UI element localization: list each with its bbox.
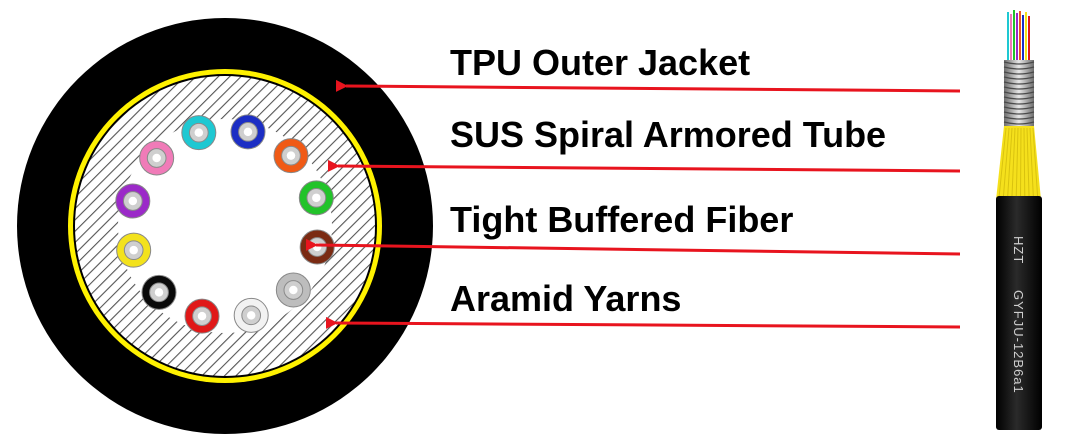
yarn-strand bbox=[1029, 127, 1034, 199]
fiber-white bbox=[233, 297, 269, 333]
spiral-winding bbox=[1003, 111, 1035, 115]
yarn-strand bbox=[1007, 127, 1013, 199]
fiber-yellow bbox=[116, 232, 152, 268]
fiber-violet bbox=[115, 183, 151, 219]
spiral-windings bbox=[1003, 61, 1035, 125]
yarn-strand bbox=[1011, 127, 1016, 199]
inner-tube-core bbox=[118, 119, 332, 333]
label-tight-buffered-fiber: Tight Buffered Fiber bbox=[450, 199, 793, 240]
cable-print-model: GYFJU-12B6a1 bbox=[1011, 290, 1026, 394]
yarn-strand bbox=[1023, 127, 1026, 199]
spiral-winding bbox=[1003, 121, 1035, 125]
fiber-cyan bbox=[181, 115, 217, 151]
spiral-winding bbox=[1003, 96, 1035, 100]
steel-spiral-armor bbox=[1003, 60, 1035, 126]
yarn-strand bbox=[998, 127, 1007, 199]
yarn-strand bbox=[1015, 127, 1019, 199]
cable-print-brand: HZT bbox=[1011, 236, 1026, 264]
spiral-winding bbox=[1003, 101, 1035, 105]
yarn-strand bbox=[1032, 127, 1039, 199]
spiral-winding bbox=[1003, 71, 1035, 75]
pointer-arrows bbox=[305, 79, 961, 329]
arrow-tpu-jacket bbox=[335, 79, 961, 93]
fiber-green bbox=[298, 180, 334, 216]
fiber-pink bbox=[139, 140, 175, 176]
arrow-tight-buffered-fiber bbox=[305, 238, 961, 256]
spiral-winding bbox=[1003, 91, 1035, 95]
fiber-brown bbox=[299, 229, 335, 265]
arrow-aramid-yarns bbox=[325, 316, 961, 329]
fiber-blue bbox=[230, 114, 266, 150]
spiral-winding bbox=[1003, 61, 1035, 65]
fiber-orange bbox=[273, 138, 309, 174]
yarn-strand bbox=[1026, 127, 1030, 199]
spiral-winding bbox=[1003, 106, 1035, 110]
yarn-strand bbox=[1020, 127, 1022, 199]
label-sus-spiral-armored-tube: SUS Spiral Armored Tube bbox=[450, 114, 886, 155]
fiber-black bbox=[141, 274, 177, 310]
spiral-winding bbox=[1003, 86, 1035, 90]
spiral-winding bbox=[1003, 116, 1035, 120]
cable-side-view: HZT GYFJU-12B6a1 bbox=[996, 10, 1042, 430]
label-aramid-yarns: Aramid Yarns bbox=[450, 278, 681, 319]
cable-jacket-segment bbox=[996, 196, 1042, 430]
label-tpu-outer-jacket: TPU Outer Jacket bbox=[450, 42, 750, 83]
cross-section bbox=[17, 18, 433, 434]
spiral-winding bbox=[1003, 66, 1035, 70]
spiral-winding bbox=[1003, 76, 1035, 80]
yarn-fibers bbox=[998, 127, 1039, 199]
fiber-red bbox=[184, 298, 220, 334]
yarn-strand bbox=[1002, 127, 1010, 199]
layer-labels: TPU Outer Jacket SUS Spiral Armored Tube… bbox=[450, 42, 886, 319]
spiral-winding bbox=[1003, 81, 1035, 85]
fiber-gray bbox=[275, 272, 311, 308]
tight-buffered-fibers bbox=[115, 114, 335, 334]
arrow-armored-tube bbox=[327, 159, 961, 173]
